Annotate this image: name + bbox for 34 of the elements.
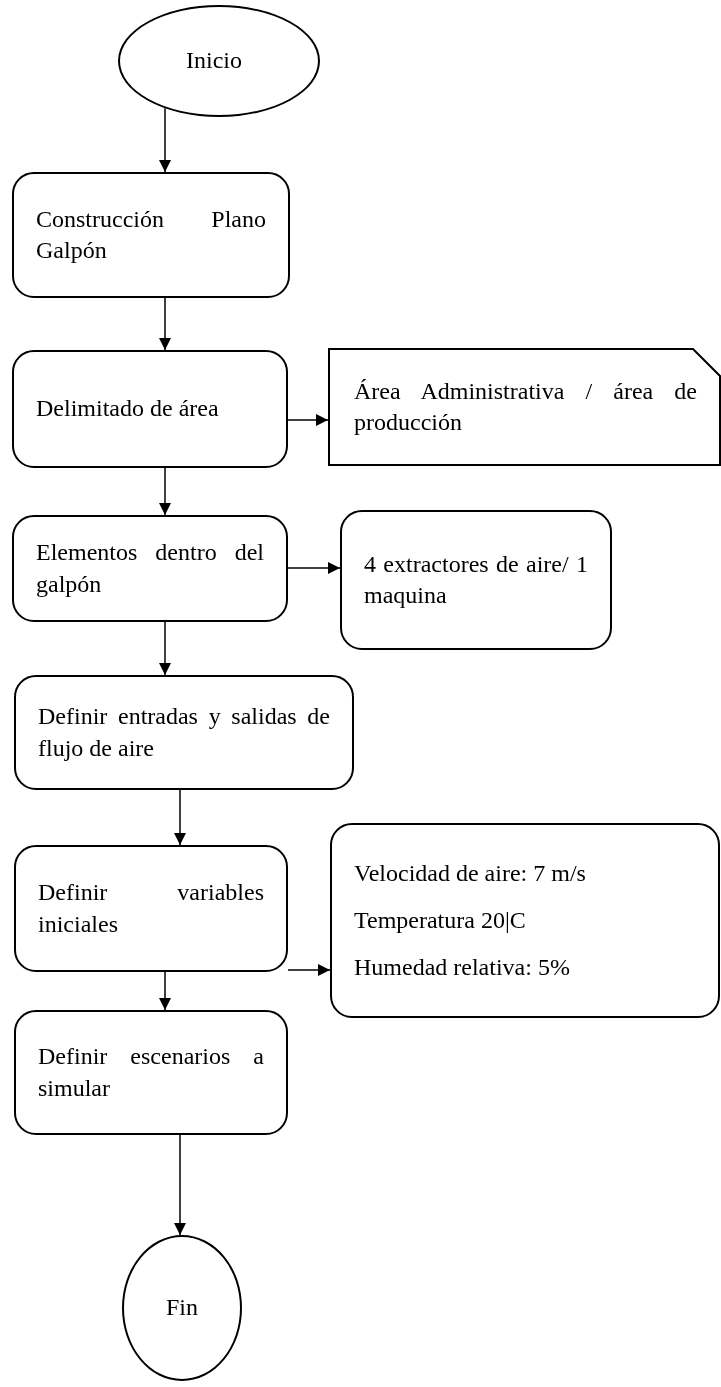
process-box bbox=[12, 172, 290, 298]
process-box bbox=[14, 675, 354, 790]
node-text: Delimitado de área bbox=[36, 394, 220, 424]
node-text: Definir entradas y salidas de flujo de aire bbox=[38, 702, 330, 763]
node-text: Inicio bbox=[186, 46, 242, 76]
terminator-ellipse bbox=[122, 1235, 242, 1381]
arrow bbox=[159, 467, 171, 516]
node-text: 4 extractores de aire/ 1 maquina bbox=[364, 549, 588, 610]
node-text: Construcción Plano Galpón bbox=[36, 204, 266, 265]
arrow bbox=[159, 971, 171, 1011]
node-text: Fin bbox=[166, 1293, 198, 1323]
arrow bbox=[174, 1134, 186, 1236]
arrow bbox=[174, 789, 186, 846]
terminator-ellipse bbox=[118, 5, 320, 117]
node-text: Temperatura 20|C bbox=[354, 905, 527, 935]
process-box bbox=[12, 515, 288, 622]
process-box bbox=[14, 1010, 288, 1135]
arrow bbox=[159, 297, 171, 351]
process-box bbox=[330, 823, 720, 1018]
node-text: Velocidad de aire: 7 m/s bbox=[354, 858, 587, 888]
process-box bbox=[14, 845, 288, 972]
node-text: Definir variables iniciales bbox=[38, 878, 264, 939]
document-shape bbox=[328, 348, 721, 466]
arrow bbox=[287, 964, 331, 976]
arrow bbox=[159, 621, 171, 676]
process-box bbox=[340, 510, 612, 650]
node-text: Humedad relativa: 5% bbox=[354, 953, 571, 983]
arrow bbox=[287, 414, 329, 426]
node-text: Área Administrativa / área de producción bbox=[354, 376, 697, 437]
node-text: Elementos dentro del galpón bbox=[36, 538, 264, 599]
node-text: Definir escenarios a simular bbox=[38, 1042, 264, 1103]
arrow bbox=[159, 107, 171, 173]
arrow bbox=[287, 562, 341, 574]
process-box bbox=[12, 350, 288, 468]
